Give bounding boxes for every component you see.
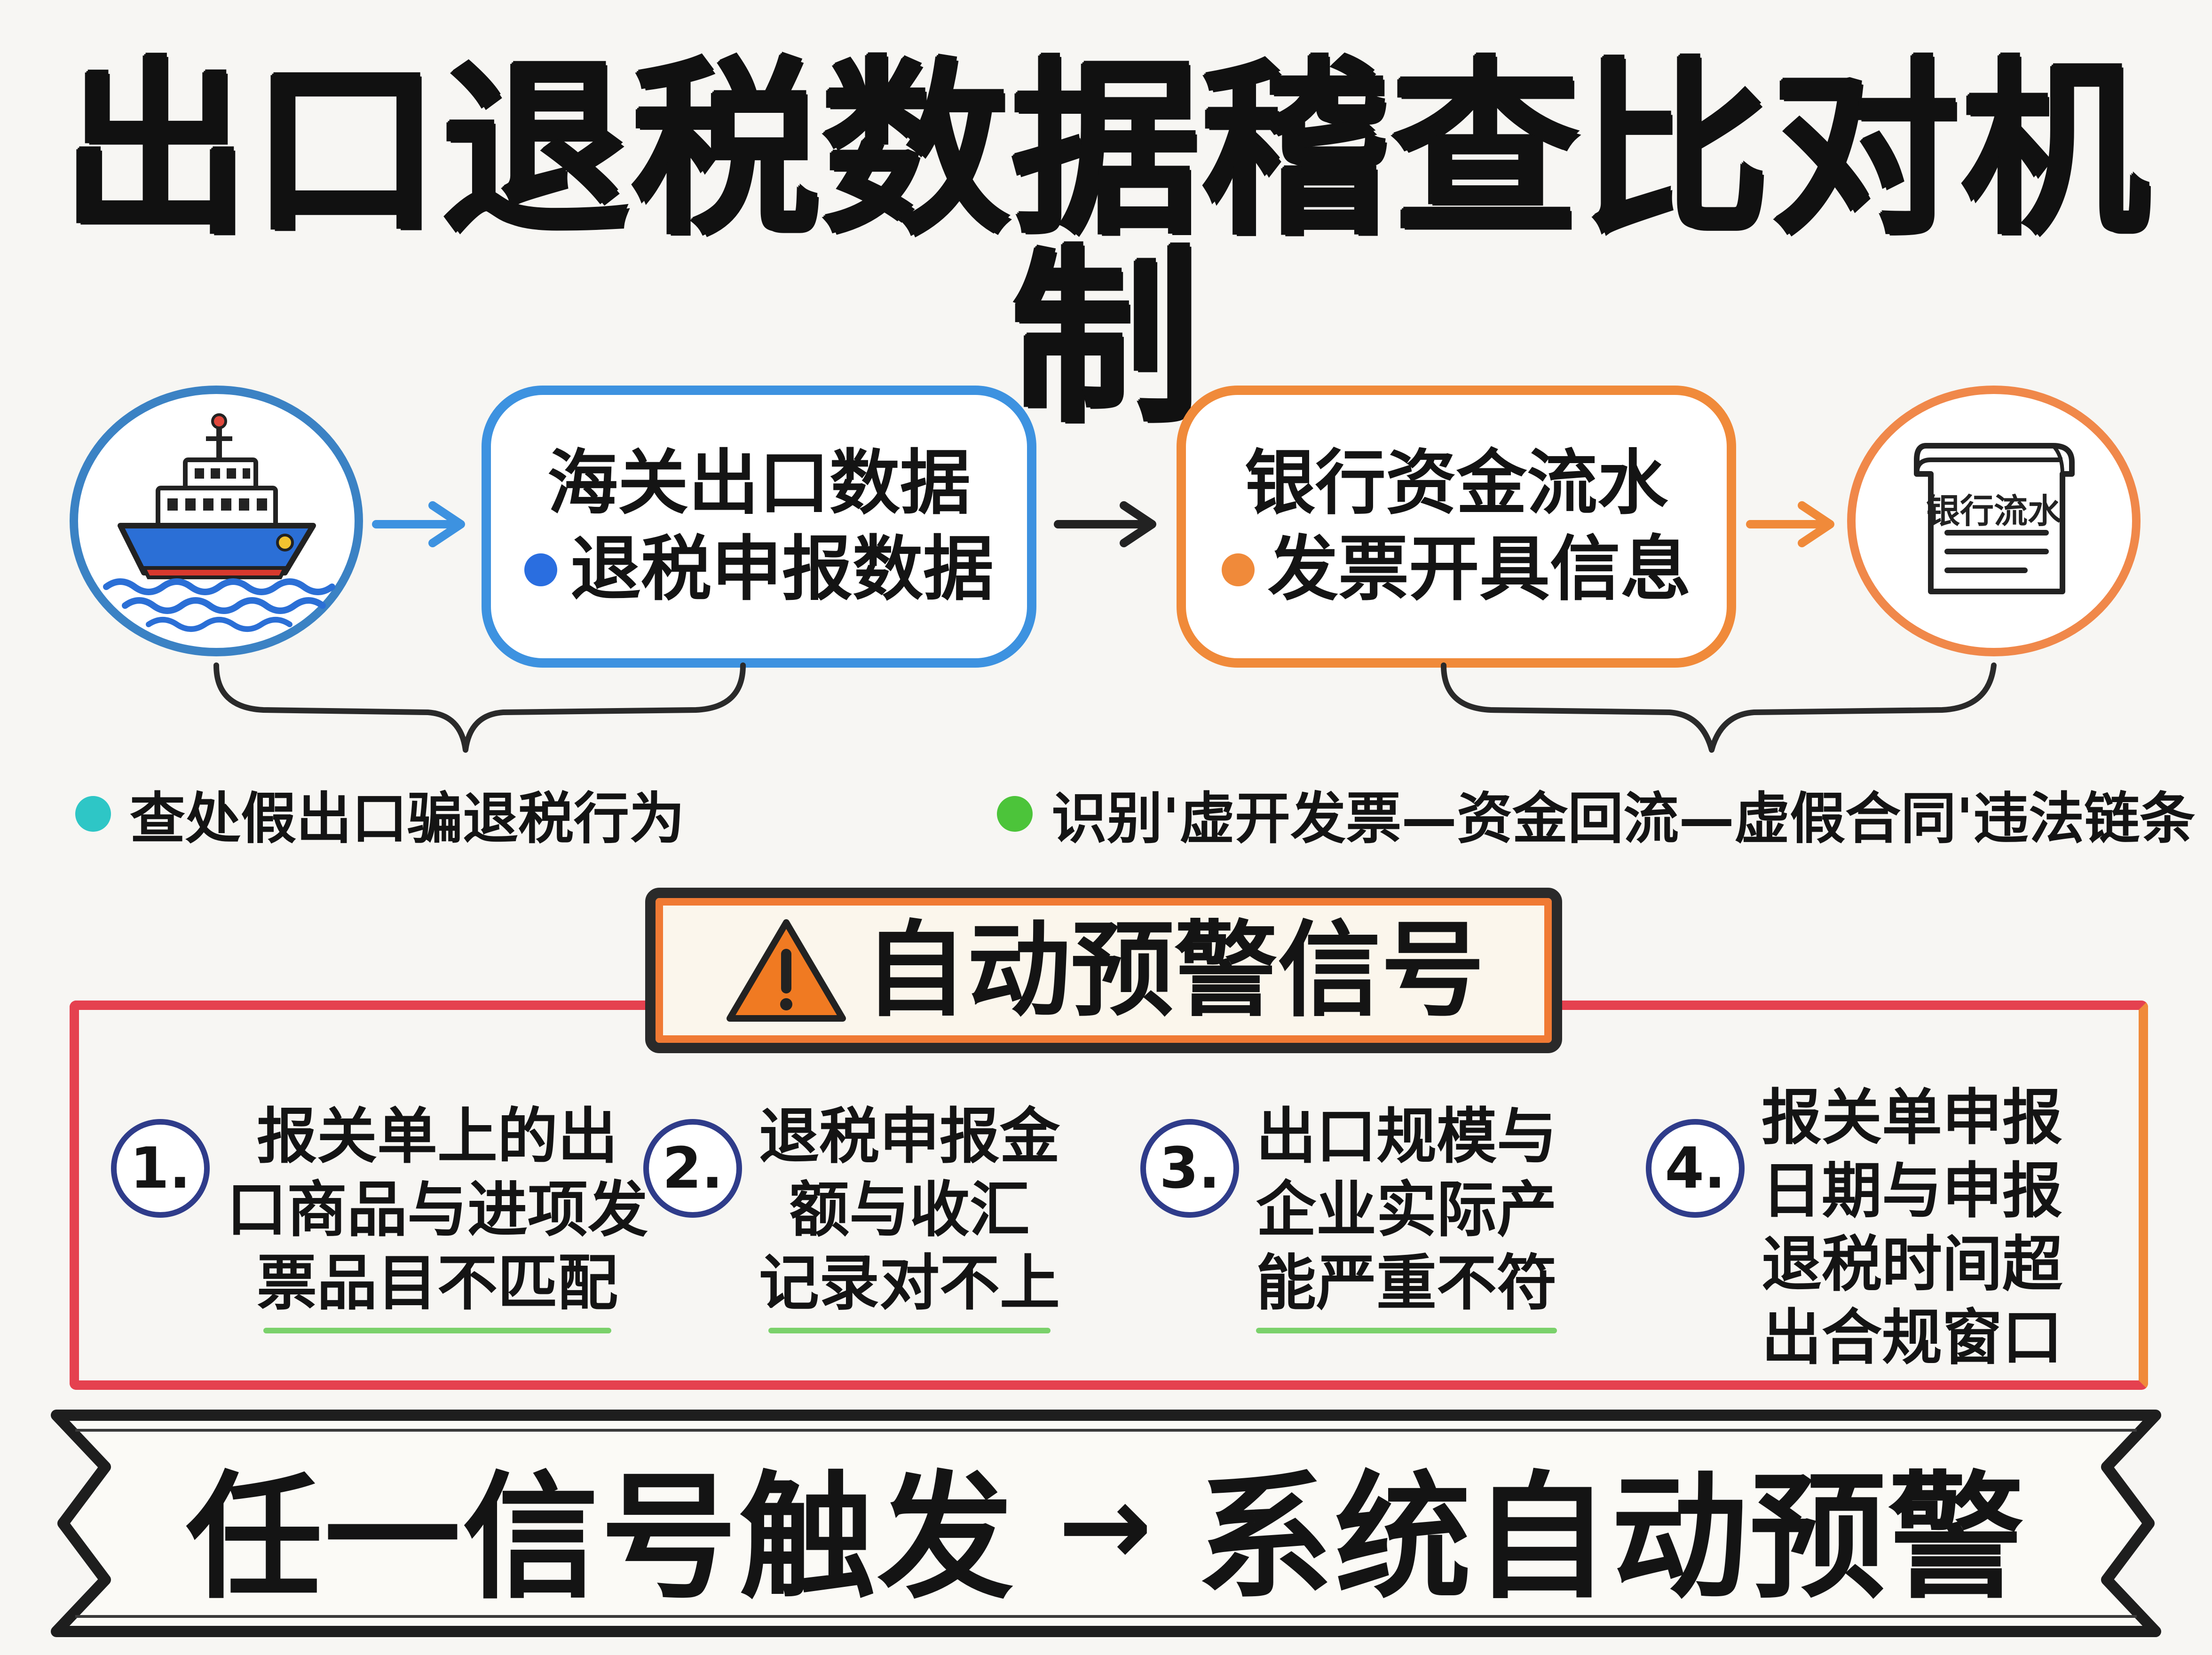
signal-3-line-1: 出口规模与 [1256, 1102, 1557, 1172]
signal-4-line-1: 报关单申报 [1762, 1083, 2063, 1153]
bullet-fraud-detection: 查处假出口骗退税行为 [75, 773, 685, 854]
green-dot-icon [997, 796, 1033, 832]
signal-3-underline [1256, 1328, 1557, 1334]
customs-data-box: 海关出口数据 退税申报数据 [482, 386, 1036, 668]
bottom-banner [51, 1410, 2161, 1637]
warning-title: 自动预警信号 [863, 910, 1485, 1031]
bank-statement-label: 银行流水 [1926, 491, 2062, 531]
bullet-illegal-chain-text: 识别'虚开发票—资金回流—虚假合同'违法链条 [1051, 786, 2196, 851]
tax-refund-declaration-row: 退税申报数据 [524, 527, 994, 613]
orange-dot-icon [1221, 553, 1255, 586]
banner-text: 任一信号触发 → 系统自动预警 [47, 1415, 2165, 1636]
invoice-info-label: 发票开具信息 [1267, 528, 1691, 610]
arrow-right-icon [1746, 501, 1834, 547]
customs-export-data-label: 海关出口数据 [547, 442, 971, 524]
bullet-fraud-detection-text: 查处假出口骗退税行为 [130, 786, 685, 851]
right-brace [1441, 662, 1997, 753]
tax-refund-declaration-label: 退税申报数据 [570, 528, 994, 610]
bullet-illegal-chain: 识别'虚开发票—资金回流—虚假合同'违法链条 [997, 773, 2195, 854]
signal-2-underline [768, 1328, 1051, 1334]
signal-item-3: 3. 出口规模与 企业实际产 能严重不符 [1140, 1100, 1557, 1334]
signal-1-line-3: 票品目不匹配 [257, 1248, 618, 1319]
arrow-right-icon [1054, 501, 1156, 547]
signal-1-line-1: 报关单上的出 [257, 1102, 618, 1172]
signal-4-line-2: 日期与申报 [1762, 1156, 2063, 1227]
signal-1-underline [263, 1328, 611, 1334]
signal-3-line-2: 企业实际产 [1256, 1175, 1557, 1245]
warning-title-box: 自动预警信号 [645, 888, 1562, 1053]
signal-number-2: 2. [643, 1119, 742, 1218]
signal-1-line-2: 口商品与进项发 [227, 1175, 648, 1245]
arrow-right-icon [372, 501, 465, 547]
signal-text-1: 报关单上的出 口商品与进项发 票品目不匹配 [227, 1100, 648, 1334]
page-title: 出口退税数据稽查比对机制 [61, 41, 2151, 448]
bank-data-box: 银行资金流水 发票开具信息 [1177, 386, 1736, 668]
signal-item-1: 1. 报关单上的出 口商品与进项发 票品目不匹配 [111, 1100, 648, 1334]
bank-statement-circle: 银行流水 [1847, 386, 2141, 656]
signal-number-3: 3. [1140, 1119, 1239, 1218]
banner-auto-warning-text: 系统自动预警 [1196, 1459, 2026, 1617]
invoice-info-row: 发票开具信息 [1221, 527, 1691, 613]
signal-2-line-1: 退税申报金 [759, 1102, 1060, 1172]
bank-cash-flow-label: 银行资金流水 [1244, 442, 1668, 524]
ship-circle [70, 386, 363, 656]
signal-text-4: 报关单申报 日期与申报 退税时间超 出合规窗口 [1762, 1081, 2062, 1375]
teal-dot-icon [75, 796, 111, 832]
left-brace [213, 662, 746, 753]
banner-trigger-text: 任一信号触发 [186, 1459, 1016, 1617]
signal-3-line-3: 能严重不符 [1256, 1248, 1557, 1319]
bank-statement-document-icon [1914, 443, 2075, 594]
banner-arrow: → [1058, 1460, 1154, 1592]
signal-item-4: 4. 报关单申报 日期与申报 退税时间超 出合规窗口 [1646, 1081, 2062, 1375]
blue-dot-icon [524, 553, 557, 586]
signal-2-line-2: 额与收汇 [789, 1175, 1030, 1245]
signal-text-3: 出口规模与 企业实际产 能严重不符 [1256, 1100, 1557, 1334]
signal-text-2: 退税申报金 额与收汇 记录对不上 [759, 1100, 1060, 1334]
signal-number-1: 1. [111, 1119, 210, 1218]
signal-item-2: 2. 退税申报金 额与收汇 记录对不上 [643, 1100, 1060, 1334]
signal-4-line-3: 退税时间超 [1762, 1229, 2063, 1300]
signal-2-line-3: 记录对不上 [759, 1248, 1060, 1319]
signal-4-line-4: 出合规窗口 [1762, 1303, 2063, 1373]
warning-triangle-icon [726, 919, 846, 1022]
ship-icon [103, 413, 335, 632]
signal-number-4: 4. [1646, 1119, 1745, 1218]
